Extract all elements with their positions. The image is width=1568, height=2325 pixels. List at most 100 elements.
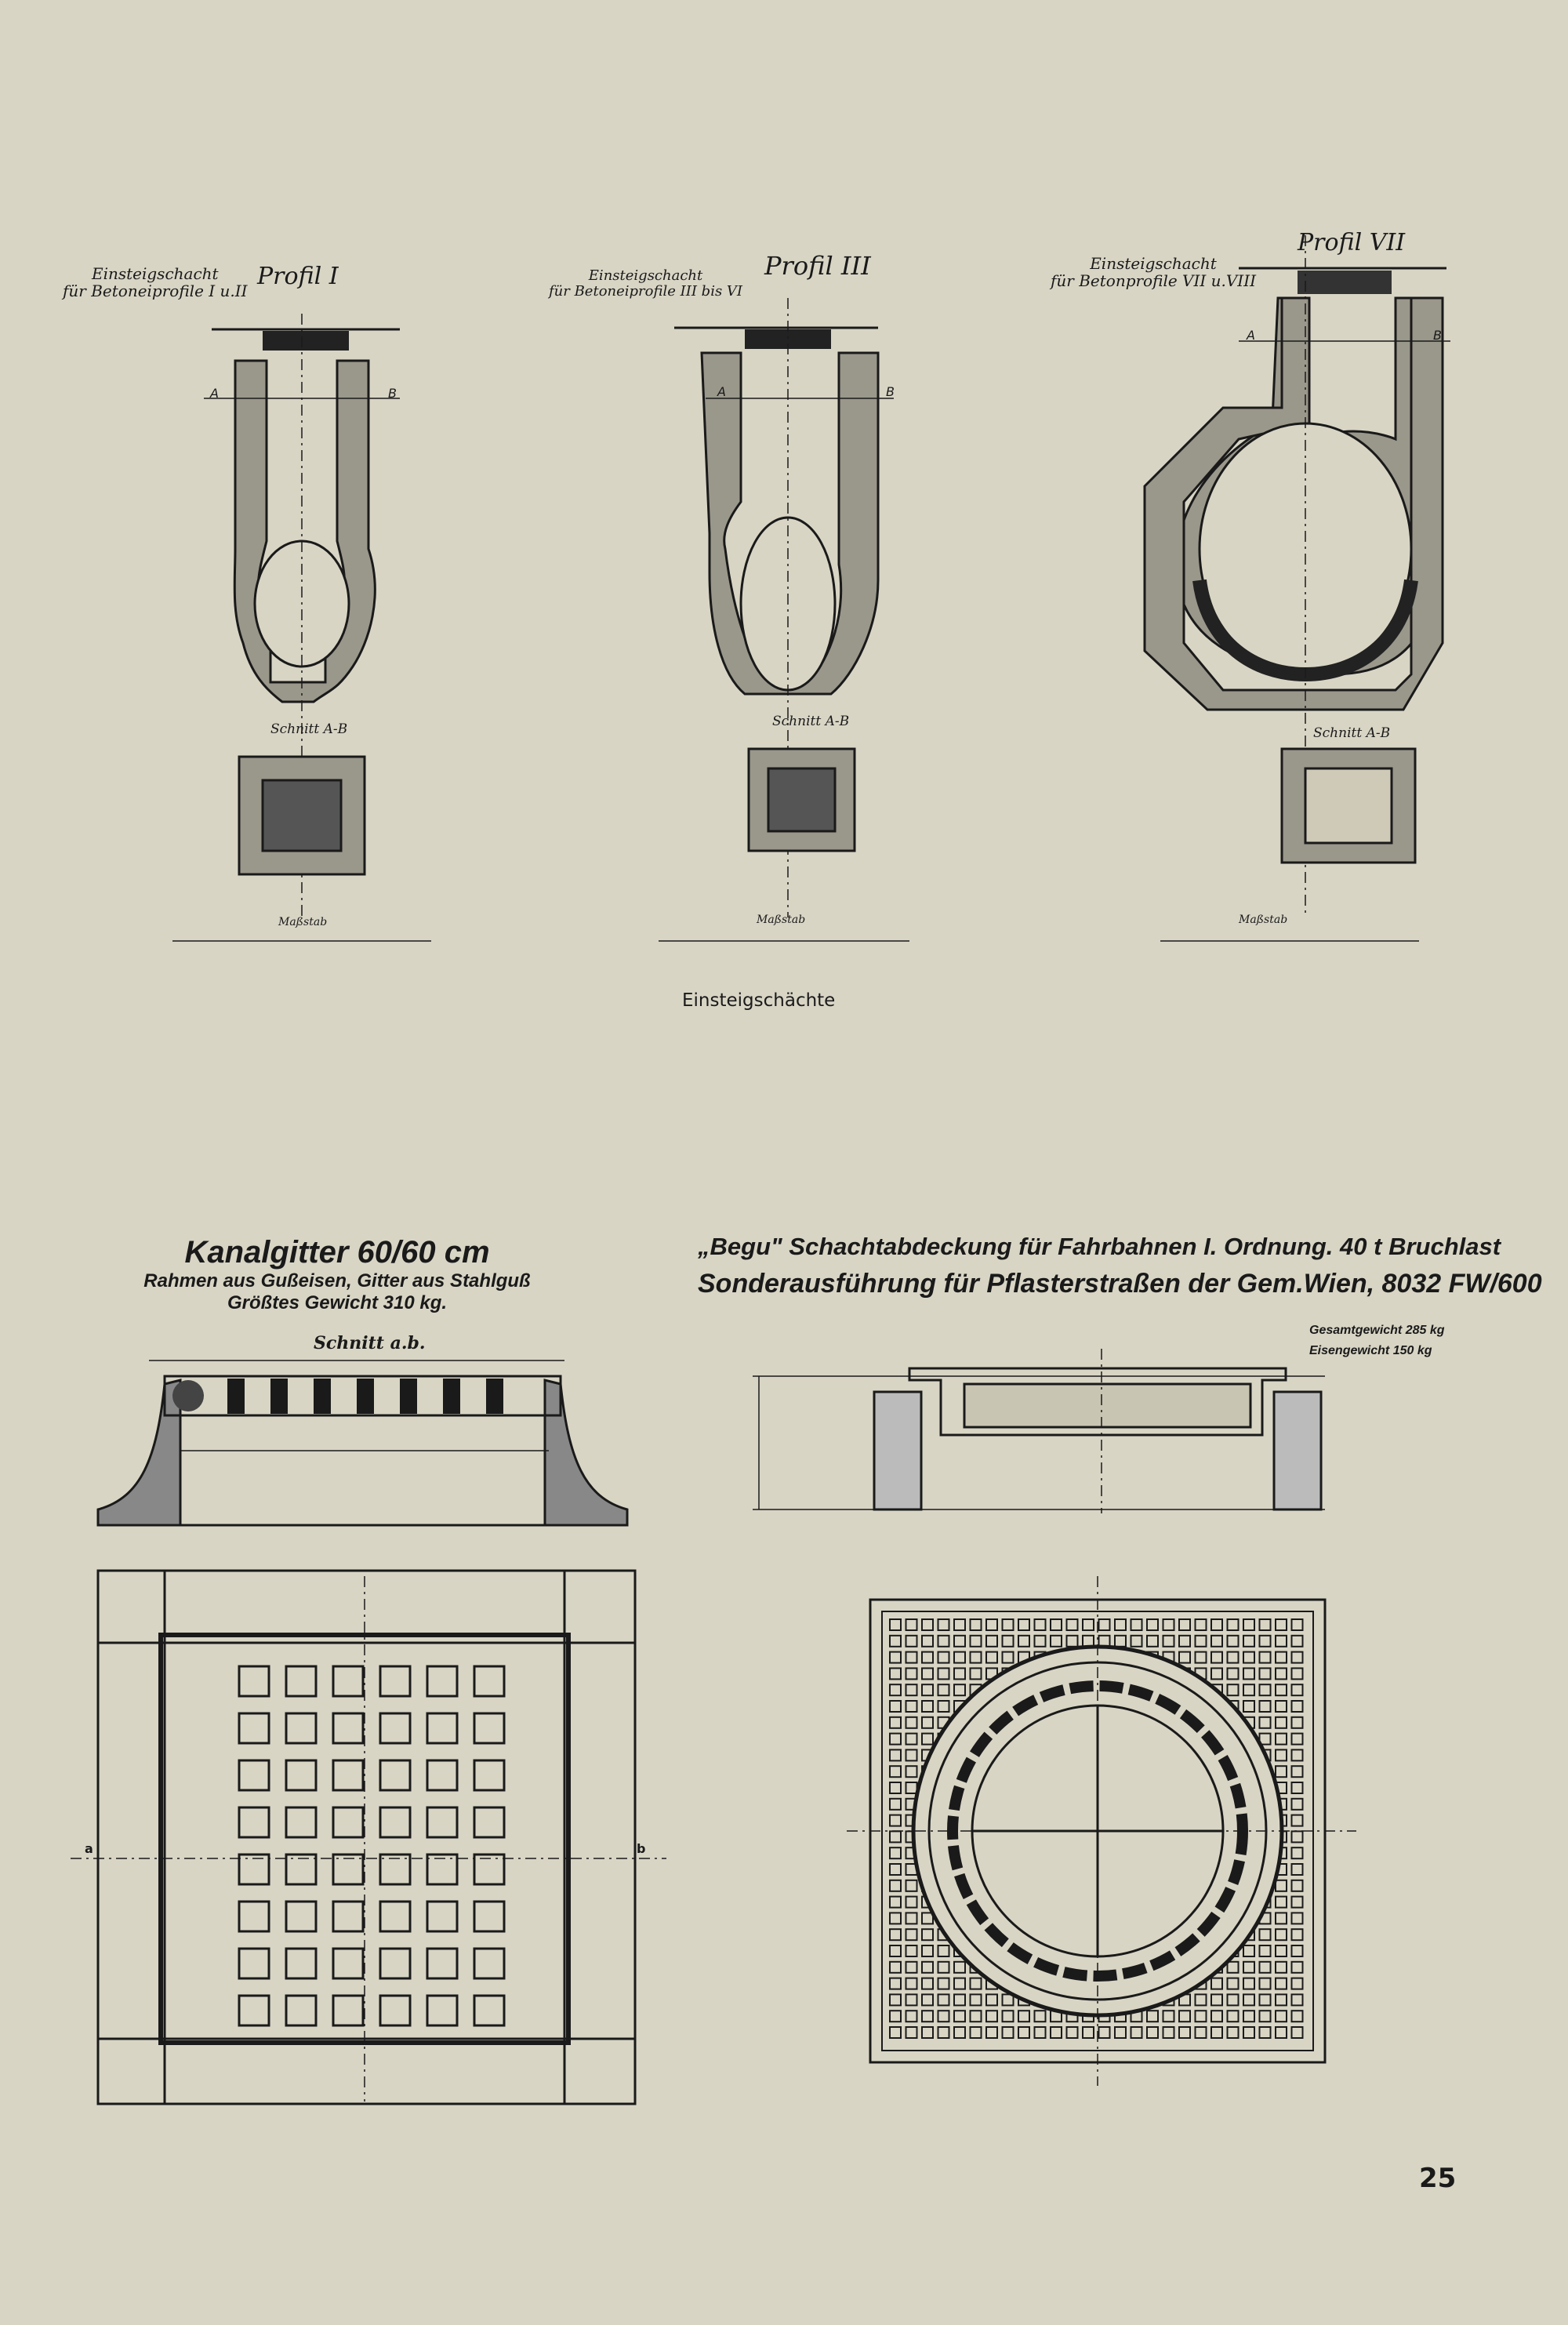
grid-cell	[1275, 1895, 1287, 1909]
grid-cell	[1001, 2010, 1014, 2023]
grid-cell	[1290, 2026, 1304, 2039]
grid-cell	[905, 1700, 918, 1713]
grid-cell	[1290, 1618, 1304, 1631]
kanalgitter-header: Kanalgitter 60/60 cm Rahmen aus Gußeisen…	[141, 1235, 533, 1314]
grid-cell	[1178, 2026, 1191, 2039]
grid-cell	[905, 1618, 918, 1631]
grid-cell	[937, 1945, 950, 1957]
grid-cell	[1226, 2010, 1240, 2023]
grid-cell	[1275, 1960, 1287, 1974]
kanalgitter-marker-b: b	[637, 1841, 646, 1856]
grid-cell	[1194, 2010, 1207, 2023]
grid-cell	[889, 1993, 902, 2007]
grid-cell	[985, 2026, 998, 2039]
caption-line: für Betoneiprofile I u.II	[63, 282, 248, 300]
grid-cell	[1146, 2010, 1159, 2023]
grid-cell	[1243, 1960, 1255, 1974]
grid-cell	[1001, 1634, 1014, 1647]
grid-cell	[1290, 1716, 1304, 1729]
grid-cell	[1243, 1993, 1255, 2007]
grid-cell	[889, 1847, 902, 1860]
grate-opening	[379, 1900, 412, 1933]
grid-cell	[921, 1928, 934, 1942]
grid-cell	[921, 1651, 934, 1664]
grid-cell	[889, 1700, 902, 1713]
begu-header: „Begu" Schachtabdeckung für Fahrbahnen I…	[698, 1233, 1542, 1299]
grid-cell	[1114, 1634, 1127, 1647]
grid-cell	[1290, 1928, 1304, 1942]
grid-cell	[1050, 2026, 1062, 2039]
grid-cell	[1290, 1651, 1304, 1664]
grid-cell	[921, 1960, 934, 1974]
grid-cell	[1275, 2010, 1287, 2023]
grid-cell	[937, 2026, 950, 2039]
grid-cell	[1033, 2026, 1047, 2039]
grid-cell	[1258, 1716, 1272, 1729]
grid-cell	[1243, 1977, 1255, 1990]
grid-cell	[1275, 1651, 1287, 1664]
grid-cell	[889, 1749, 902, 1762]
grate-opening	[473, 1900, 506, 1933]
profil7-caption: Einsteigschacht für Betonprofile VII u.V…	[1051, 255, 1256, 289]
grid-cell	[1065, 2026, 1079, 2039]
grid-cell	[889, 1895, 902, 1909]
grid-cell	[889, 1863, 902, 1876]
caption-line: für Betonprofile VII u.VIII	[1051, 271, 1257, 290]
grid-cell	[1243, 1667, 1255, 1680]
grid-cell	[1001, 2026, 1014, 2039]
grid-cell	[1290, 1814, 1304, 1827]
grid-cell	[1210, 1651, 1223, 1664]
grid-cell	[1258, 1618, 1272, 1631]
grid-cell	[1275, 1618, 1287, 1631]
grid-cell	[905, 1782, 918, 1794]
begu-iron-weight: Eisengewicht 150 kg	[1309, 1344, 1432, 1357]
grid-cell	[1146, 1618, 1159, 1631]
grate-opening	[332, 1806, 365, 1839]
grid-cell	[889, 1977, 902, 1990]
grid-cell	[1275, 1732, 1287, 1746]
begu-title: „Begu" Schachtabdeckung für Fahrbahnen I…	[698, 1233, 1501, 1260]
grate-opening	[379, 1665, 412, 1698]
grid-cell	[969, 1651, 982, 1664]
profil7-marker-b: B	[1433, 328, 1442, 343]
grid-cell	[1130, 2026, 1143, 2039]
profil7-section-label: Schnitt A-B	[1313, 725, 1391, 741]
grid-cell	[905, 2010, 918, 2023]
grate-opening	[285, 1665, 318, 1698]
grate-opening	[332, 1994, 365, 2027]
grid-cell	[1290, 2010, 1304, 2023]
grid-cell	[889, 1618, 902, 1631]
grate-opening	[238, 1994, 270, 2027]
grid-cell	[1243, 2026, 1255, 2039]
grate-opening	[473, 1806, 506, 1839]
grid-cell	[1018, 2010, 1030, 2023]
grid-cell	[1290, 1700, 1304, 1713]
grid-cell	[985, 1618, 998, 1631]
grid-cell	[1290, 1912, 1304, 1925]
grid-cell	[1194, 1618, 1207, 1631]
grid-cell	[921, 2010, 934, 2023]
grid-cell	[1114, 2026, 1127, 2039]
grid-cell	[1082, 1618, 1094, 1631]
grate-opening	[285, 1806, 318, 1839]
grate-opening	[379, 1947, 412, 1980]
grid-cell	[921, 1618, 934, 1631]
grid-cell	[889, 1651, 902, 1664]
grid-cell	[1194, 1651, 1207, 1664]
grid-cell	[1290, 1879, 1304, 1892]
grid-cell	[1210, 1634, 1223, 1647]
grid-cell	[1001, 1993, 1014, 2007]
grid-cell	[905, 1912, 918, 1925]
grid-cell	[1275, 1716, 1287, 1729]
grate-opening	[285, 1759, 318, 1792]
grid-cell	[889, 1732, 902, 1746]
grate-opening	[238, 1665, 270, 1698]
grid-cell	[921, 1993, 934, 2007]
grid-cell	[905, 1945, 918, 1957]
profil7-scale-label: Maßstab	[1239, 914, 1288, 926]
grid-cell	[1001, 1651, 1014, 1664]
grate-opening	[238, 1759, 270, 1792]
grate-opening	[238, 1853, 270, 1886]
grid-cell	[1275, 1912, 1287, 1925]
